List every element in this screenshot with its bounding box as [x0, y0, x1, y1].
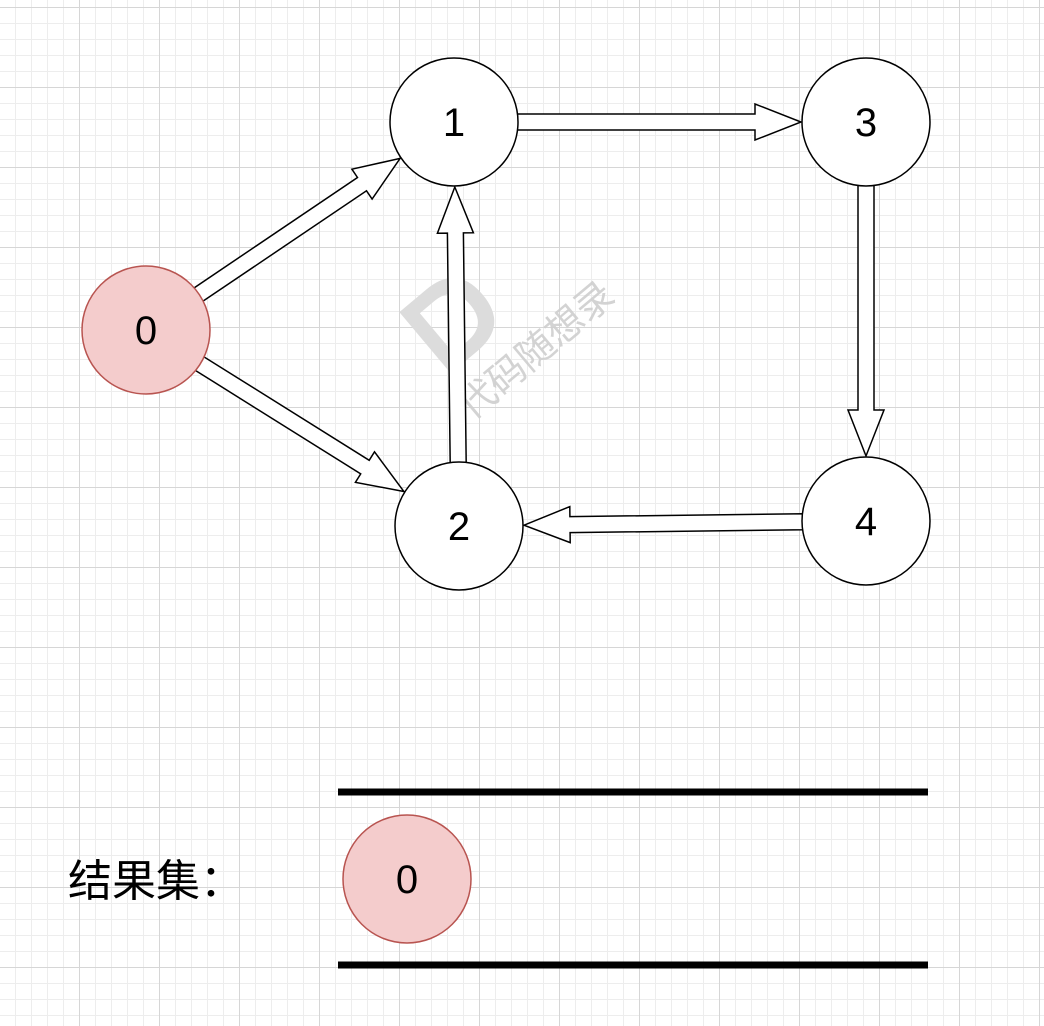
result-item: 0 — [342, 814, 472, 944]
node-2: 2 — [394, 461, 524, 591]
node-0: 0 — [81, 265, 211, 395]
edge-3-to-4 — [846, 183, 886, 459]
edge-1-to-3 — [515, 102, 804, 142]
nodes-layer: 0 1 2 3 4 — [81, 57, 931, 591]
node-circle — [394, 461, 524, 591]
node-label: 3 — [855, 101, 877, 145]
node-circle — [81, 265, 211, 395]
node-circle — [801, 57, 931, 187]
node-label: 4 — [855, 500, 877, 544]
result-items: 0 — [342, 814, 472, 944]
result-item-label: 0 — [396, 858, 418, 902]
node-label: 0 — [135, 309, 157, 353]
node-1: 1 — [389, 57, 519, 187]
node-circle — [389, 57, 519, 187]
watermark: 代码随想录 — [399, 272, 623, 428]
node-circle — [801, 456, 931, 586]
node-label: 1 — [443, 101, 465, 145]
node-3: 3 — [801, 57, 931, 187]
result-set-label: 结果集： — [68, 856, 244, 907]
result-set: 结果集： 0 — [68, 788, 928, 969]
edge-4-to-2 — [521, 505, 805, 544]
edge-2-to-1 — [436, 184, 475, 465]
edges-layer — [191, 102, 886, 544]
edge-0-to-2 — [193, 355, 406, 493]
watermark-logo-icon — [399, 277, 495, 374]
node-4: 4 — [801, 456, 931, 586]
result-item-circle — [342, 814, 472, 944]
edge-0-to-1 — [191, 157, 402, 303]
node-label: 2 — [448, 505, 470, 549]
